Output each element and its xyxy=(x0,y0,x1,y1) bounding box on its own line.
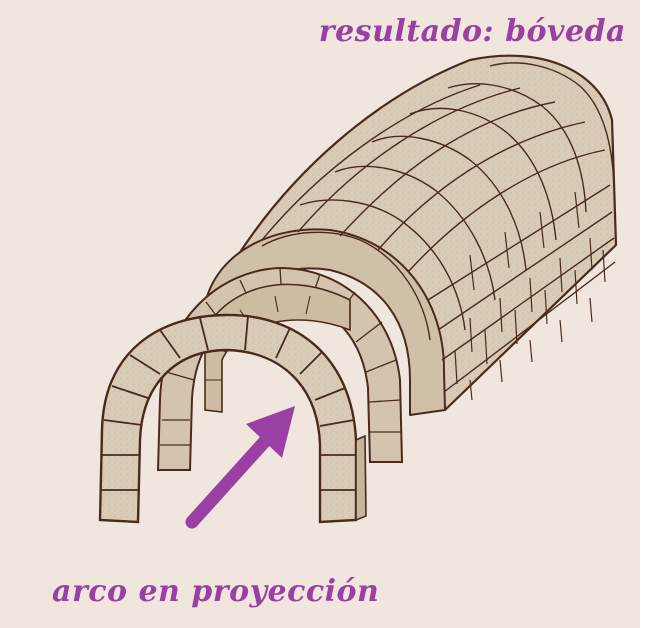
front-arch xyxy=(98,313,367,524)
barrel-vault xyxy=(205,54,618,416)
projected-arch-caption: arco en proyección xyxy=(52,574,380,609)
result-vault-caption: resultado: bóveda xyxy=(318,14,626,49)
arrow-up-right-icon xyxy=(185,406,295,529)
